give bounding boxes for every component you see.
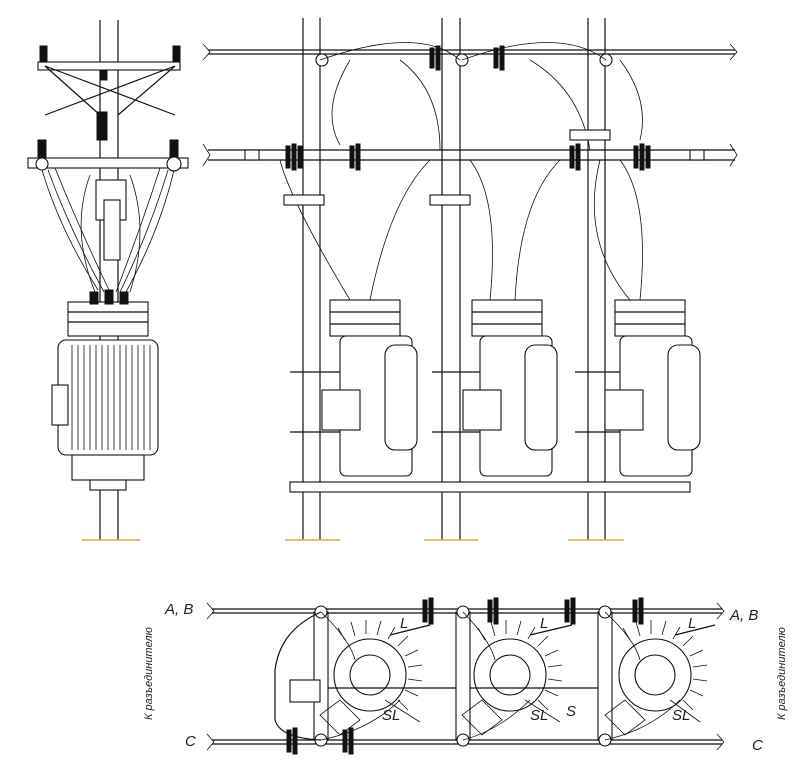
plan-view-bypass-loop — [274, 611, 322, 741]
front-view-poles — [285, 18, 624, 541]
plan-view-transformer-1: L SL — [319, 615, 431, 736]
front-view — [202, 18, 738, 541]
insulator-icon — [35, 111, 182, 172]
side-view-middle-crossarm — [27, 111, 189, 172]
side-view-upper-crossarm — [37, 45, 181, 116]
side-view-transformer-tank — [51, 339, 159, 491]
label-c-right: C — [752, 737, 763, 754]
plan-view: A, B A, B C C — [143, 597, 788, 755]
insulator-icon — [422, 597, 644, 625]
plan-view-transformer-3: L SL — [604, 615, 716, 736]
front-view-transformer-3 — [575, 299, 701, 477]
label-disconnector-left: К разъединителю — [143, 627, 155, 720]
front-view-base-frame — [289, 481, 691, 493]
radiator-fins — [622, 620, 708, 711]
radiator-fins — [71, 345, 151, 450]
side-view-bushings — [67, 289, 149, 337]
insulator-icon — [39, 45, 181, 81]
label-sl-3: SL — [672, 707, 690, 724]
front-view-transformer-1 — [290, 299, 418, 477]
label-ab-left: A, B — [164, 601, 193, 618]
plan-view-c-line: C C — [185, 727, 763, 755]
insulator-icon — [286, 727, 354, 755]
front-view-lower-line — [202, 129, 738, 301]
plan-view-transformer-2: L SL S — [461, 615, 576, 736]
front-view-transformer-2 — [432, 299, 558, 477]
label-disconnector-right: К разъединителю — [776, 627, 788, 720]
label-sl-2: SL — [530, 707, 548, 724]
label-c-left: C — [185, 733, 196, 750]
label-l-2: L — [540, 615, 548, 632]
side-view — [27, 20, 189, 541]
label-l-3: L — [688, 615, 696, 632]
label-s-3: S — [566, 703, 576, 720]
label-ab-right: A, B — [729, 607, 758, 624]
plan-view-bracket — [289, 679, 321, 703]
front-view-upper-line — [202, 42, 738, 151]
plan-view-leads — [320, 611, 681, 741]
side-view-leads — [41, 167, 175, 293]
label-l-1: L — [400, 615, 408, 632]
insulator-icon — [244, 143, 705, 171]
label-sl-1: SL — [382, 707, 400, 724]
